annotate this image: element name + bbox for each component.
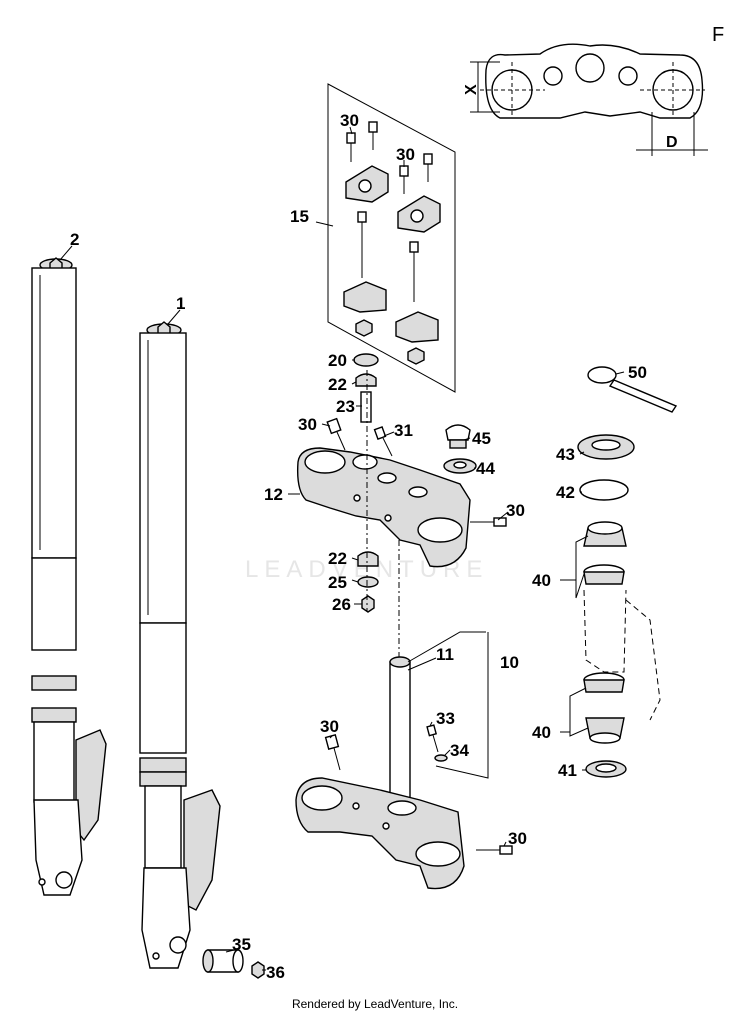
taper-bearing-lower [585,717,625,744]
pinch-bolt [476,845,513,855]
stem-washer [443,458,477,474]
clamp-bolt [346,121,433,194]
callout-22-upper: 22 [328,375,347,394]
page-letter: F [712,24,725,46]
callout-22-lower: 22 [328,549,347,568]
bearing-race-upper [583,564,625,585]
callout-33: 33 [436,709,455,728]
callout-12: 12 [264,485,283,504]
dimension-x-label: X [463,84,480,95]
callout-26: 26 [332,595,351,614]
steering-head-outline [583,589,661,721]
callout-34: 34 [450,741,469,760]
upper-triple-clamp [296,447,471,568]
callout-23: 23 [336,397,355,416]
callout-2: 2 [70,230,79,249]
footer-credit: Rendered by LeadVenture, Inc. [291,997,459,1011]
callout-50: 50 [628,363,647,382]
clamp-bolt [326,417,346,451]
callout-43: 43 [556,445,575,464]
stem-cap [445,424,471,449]
cable-guide-screw [373,426,393,457]
nut-26 [361,595,375,613]
callout-15: 15 [290,207,309,226]
callout-40-upper: 40 [532,571,551,590]
callout-44: 44 [476,459,495,478]
callout-40-lower: 40 [532,723,551,742]
callout-41: 41 [558,761,577,780]
callout-42: 42 [556,483,575,502]
fork-leg-left [31,257,107,896]
triple-clamp-dimension-detail [470,43,708,156]
pinch-bolt [470,517,507,527]
callout-30-pinch-upper: 30 [506,501,525,520]
washer-20 [353,353,379,367]
callout-10: 10 [500,653,519,672]
callout-1: 1 [176,294,185,313]
callout-31: 31 [394,421,413,440]
callout-30-lower-clamp: 30 [320,717,339,736]
dimension-d-label: D [666,134,678,151]
clamp-bolt [324,734,341,771]
callout-25: 25 [328,573,347,592]
axle-nut [251,961,265,979]
washer-25 [357,576,379,588]
callout-30-kit-a: 30 [340,111,359,130]
leader-lines [59,126,625,971]
lower-triple-clamp [295,656,465,890]
seal-41 [585,760,627,778]
callout-45: 45 [472,429,491,448]
callout-30-upper-clamp: 30 [298,415,317,434]
bearing-race-lower [583,672,625,693]
callout-30-pinch-lower: 30 [508,829,527,848]
axle-spacer [202,949,244,973]
cup-washer-22-bottom [357,551,379,567]
spacer-23 [360,391,372,423]
callout-11: 11 [436,645,454,664]
callout-36: 36 [266,963,285,982]
callout-35: 35 [232,935,251,954]
o-ring-42 [579,479,629,501]
cup-washer-22-top [355,373,377,387]
washer-34 [434,754,448,762]
special-wrench [587,366,678,413]
handlebar-clamp-kit [327,83,456,393]
screw-33 [426,724,439,753]
dust-seal-43 [577,434,635,460]
taper-bearing-upper [583,521,627,547]
callout-30-kit-b: 30 [396,145,415,164]
callout-20: 20 [328,351,347,370]
fork-leg-right [139,321,221,969]
